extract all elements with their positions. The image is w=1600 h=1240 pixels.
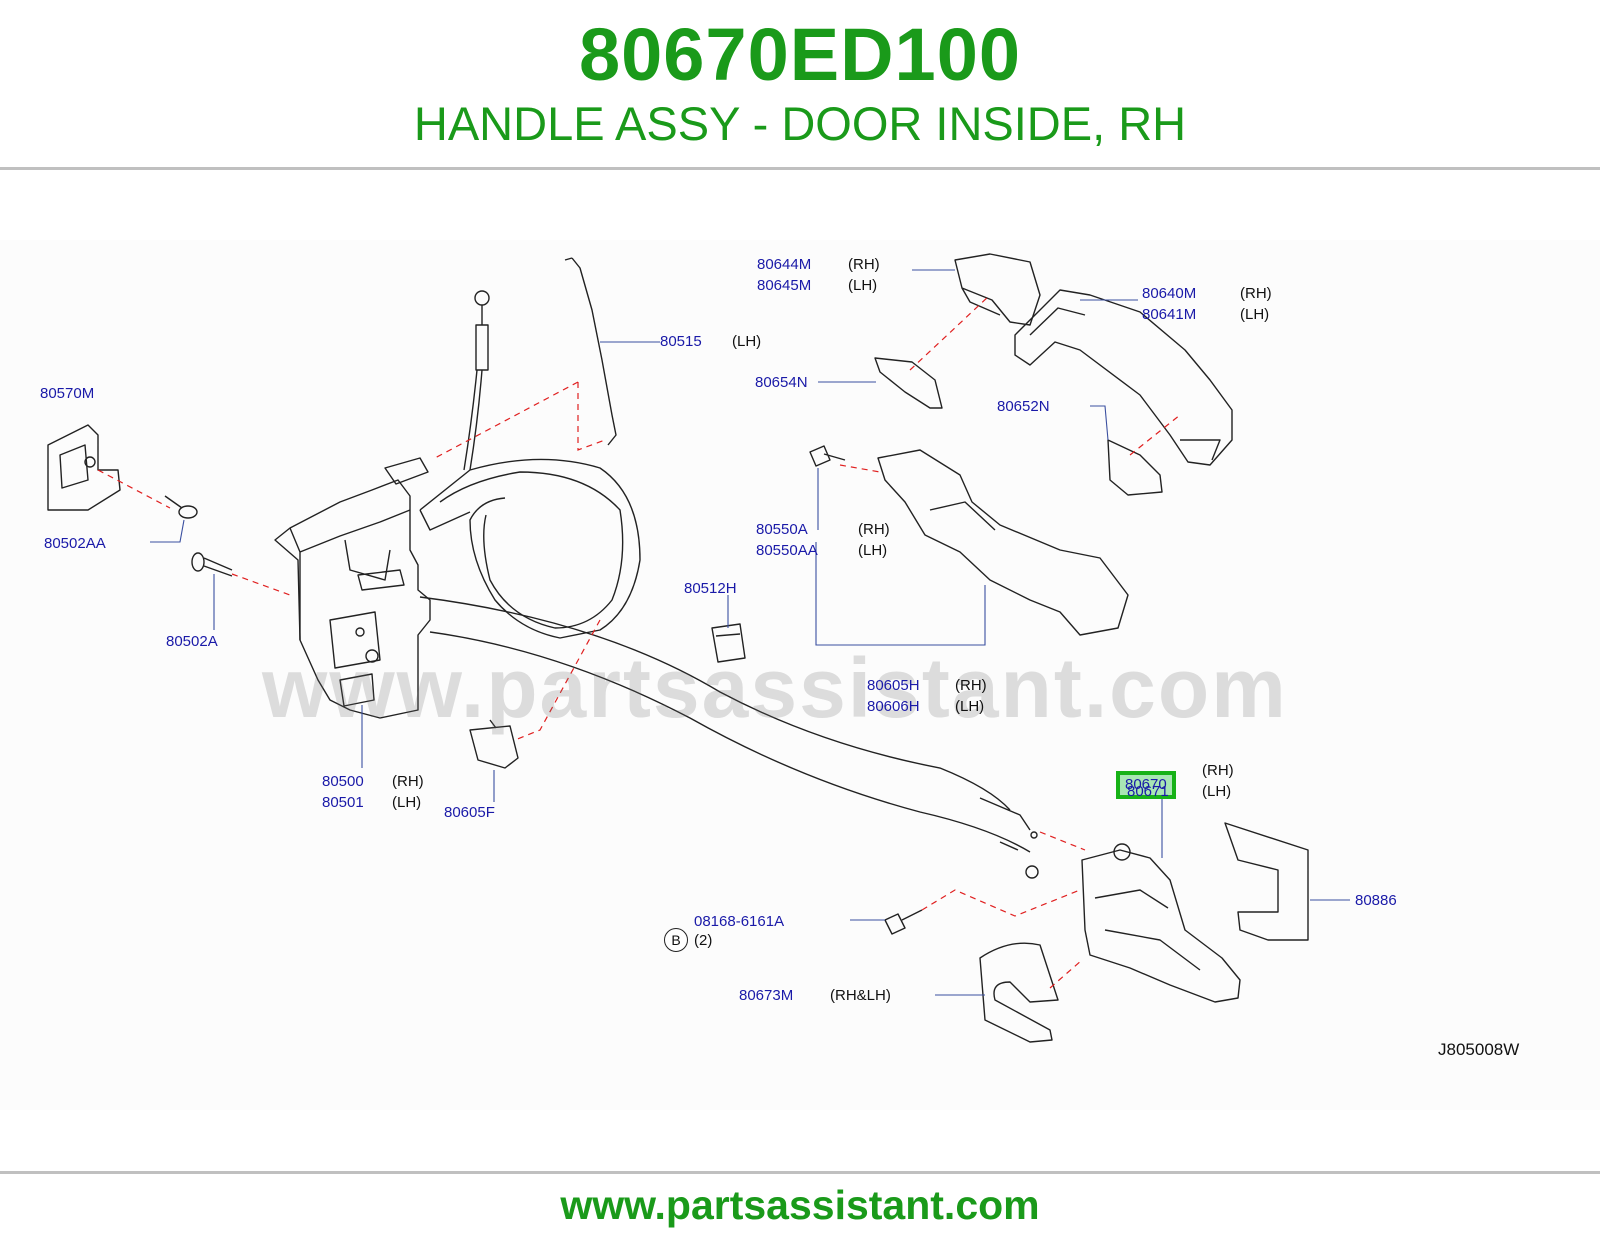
bolt-80550a-part xyxy=(809,445,846,467)
callout-80515-side: (LH) xyxy=(732,333,762,350)
callout-80550a-side: (RH) xyxy=(858,521,890,538)
bolt-symbol-badge: B xyxy=(664,928,688,952)
callout-80644m[interactable]: 80644M xyxy=(757,256,812,273)
watermark: www.partsassistant.com xyxy=(262,641,1288,735)
cover-80886-part xyxy=(1224,822,1309,941)
striker-part xyxy=(47,424,121,511)
callout-80670-highlighted[interactable]: 80670 xyxy=(1116,771,1176,799)
callout-80605h-side: (RH) xyxy=(955,677,987,694)
callout-80500-side: (RH) xyxy=(392,773,424,790)
callout-80605f[interactable]: 80605F xyxy=(444,804,495,821)
callout-80570m[interactable]: 80570M xyxy=(40,385,95,402)
callout-80640m[interactable]: 80640M xyxy=(1142,285,1197,302)
handle-bracket-part xyxy=(877,449,1129,636)
bezel-80673m-part xyxy=(979,942,1059,1043)
callout-80500[interactable]: 80500 xyxy=(322,773,364,790)
cable-lh-part xyxy=(429,631,1031,853)
clip-80512h-part xyxy=(711,623,746,663)
gasket-80654n-part xyxy=(874,357,943,409)
callout-80645m[interactable]: 80645M xyxy=(757,277,812,294)
callout-80671[interactable]: 80671 xyxy=(1127,783,1169,800)
callout-80673m[interactable]: 80673M xyxy=(739,987,794,1004)
callout-08168-qty: (2) xyxy=(694,932,713,949)
parts-diagram: www.partsassistant.com 80644M (RH) 80645… xyxy=(0,240,1600,1110)
outside-handle-part xyxy=(1014,289,1233,466)
part-number-title: 80670ED100 xyxy=(578,13,1022,96)
screw-80502a-part xyxy=(191,552,233,577)
callout-80641m[interactable]: 80641M xyxy=(1142,306,1197,323)
clip-80605f-part xyxy=(469,719,519,769)
diagram-drawing xyxy=(47,253,1350,1043)
cable-rh-part xyxy=(419,596,1011,811)
callout-80671-side: (LH) xyxy=(1202,783,1232,800)
callout-80641m-side: (LH) xyxy=(1240,306,1270,323)
header-divider xyxy=(0,167,1600,170)
callout-08168-6161a[interactable]: 08168-6161A xyxy=(694,913,785,930)
part-name-subtitle: HANDLE ASSY - DOOR INSIDE, RH xyxy=(413,97,1187,150)
callout-80673m-side: (RH&LH) xyxy=(830,987,891,1004)
callout-80605h[interactable]: 80605H xyxy=(867,677,920,694)
rod-80515-part xyxy=(571,257,617,446)
screw-80502aa-part xyxy=(164,495,198,519)
callout-80502aa[interactable]: 80502AA xyxy=(44,535,106,552)
callout-80886[interactable]: 80886 xyxy=(1355,892,1397,909)
callout-80640m-side: (RH) xyxy=(1240,285,1272,302)
callout-80652n[interactable]: 80652N xyxy=(997,398,1050,415)
page-header: 80670ED100 HANDLE ASSY - DOOR INSIDE, RH xyxy=(0,0,1600,170)
callout-80644m-side: (RH) xyxy=(848,256,880,273)
callout-80550a[interactable]: 80550A xyxy=(756,521,808,538)
callout-80501-side: (LH) xyxy=(392,794,422,811)
inside-handle-part xyxy=(1081,843,1241,1003)
leader-lines xyxy=(150,269,1350,996)
callout-80654n[interactable]: 80654N xyxy=(755,374,808,391)
assembly-dashed-lines xyxy=(97,294,1181,989)
callout-80550aa[interactable]: 80550AA xyxy=(756,542,818,559)
bolt-08168-part xyxy=(884,909,923,935)
callout-80501[interactable]: 80501 xyxy=(322,794,364,811)
footer-divider xyxy=(0,1171,1600,1174)
callout-80550aa-side: (LH) xyxy=(858,542,888,559)
callout-80515[interactable]: 80515 xyxy=(660,333,702,350)
footer-website-link[interactable]: www.partsassistant.com xyxy=(560,1182,1040,1228)
gasket-80652n-part xyxy=(1107,439,1163,496)
callout-80670-side: (RH) xyxy=(1202,762,1234,779)
callout-80606h[interactable]: 80606H xyxy=(867,698,920,715)
escutcheon-part xyxy=(954,253,1041,326)
callout-80502a[interactable]: 80502A xyxy=(166,633,218,650)
diagram-reference-code: J805008W xyxy=(1438,1040,1520,1059)
callout-80512h[interactable]: 80512H xyxy=(684,580,737,597)
callout-80645m-side: (LH) xyxy=(848,277,878,294)
callout-80606h-side: (LH) xyxy=(955,698,985,715)
door-lock-actuator-part xyxy=(274,457,431,719)
